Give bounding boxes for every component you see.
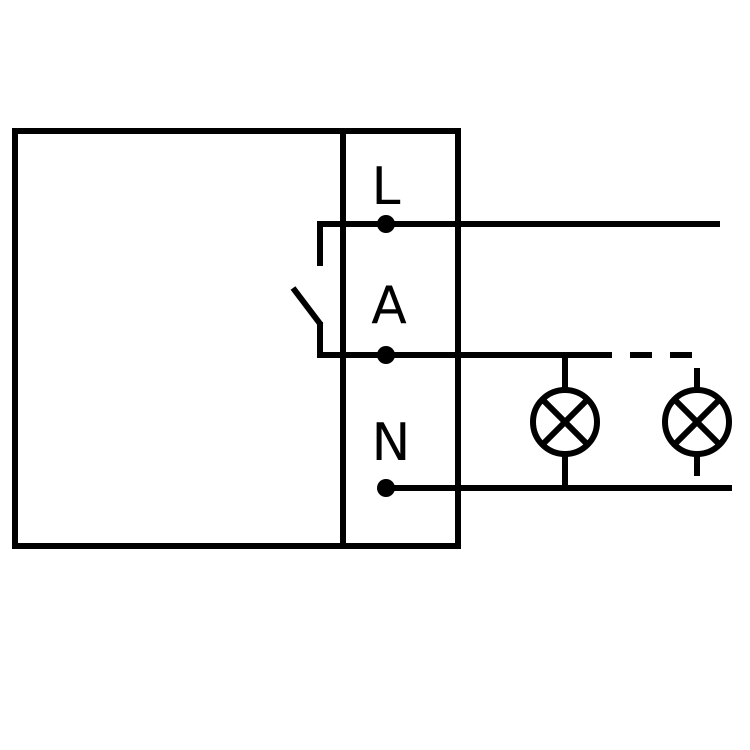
lamp-2 (662, 385, 732, 488)
device-housing (12, 128, 461, 549)
switched-wire (317, 322, 590, 358)
terminal-label-l: L (372, 157, 401, 217)
line-wire (317, 221, 720, 266)
terminal-dot-n (377, 479, 395, 497)
terminal-label-a: A (371, 276, 407, 336)
terminal-dot-a (377, 346, 395, 364)
switched-wire-extension-dashed (590, 352, 700, 385)
lamp-1-cross-b (539, 396, 591, 448)
terminal-dot-l (377, 215, 395, 233)
terminal-label-n: N (372, 413, 411, 473)
lamp-1 (530, 355, 600, 488)
lamp-2-cross-b (671, 396, 723, 448)
relay-switch-contact (290, 286, 324, 327)
